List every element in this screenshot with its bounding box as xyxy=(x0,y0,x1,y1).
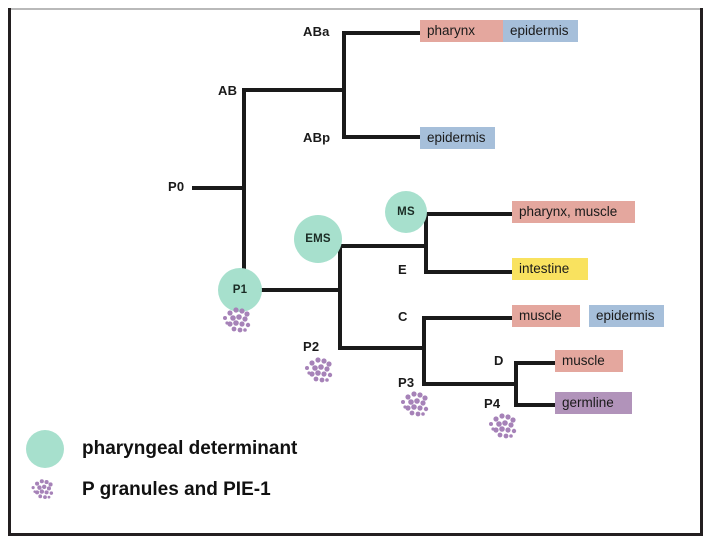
fate-box-c-muscle: muscle xyxy=(512,305,580,327)
node-label-p2: P2 xyxy=(303,339,320,354)
p-granules-p3 xyxy=(401,391,429,417)
branch-aba-horizontal xyxy=(342,31,422,35)
legend-determinant-label: pharyngeal determinant xyxy=(82,438,298,459)
branch-p1-horizontal xyxy=(242,288,342,292)
branch-e-horizontal xyxy=(424,270,514,274)
node-label-c: C xyxy=(398,309,408,324)
branch-ems-vertical xyxy=(424,212,428,274)
fate-box-c-epidermis: epidermis xyxy=(589,305,664,327)
determinant-circle-ems-label: EMS xyxy=(305,233,331,245)
branch-p1-vertical xyxy=(338,244,342,350)
branch-p2-horizontal xyxy=(338,346,426,350)
branch-ems-horizontal xyxy=(338,244,428,248)
legend-p-granules-icon xyxy=(31,479,54,500)
p-granules-p4 xyxy=(489,413,517,439)
legend-determinant-circle-icon xyxy=(26,430,64,468)
fate-box-aba-pharynx: pharynx xyxy=(420,20,503,42)
branch-p0-stem xyxy=(192,186,244,190)
branch-p0-vertical xyxy=(242,88,246,292)
determinant-circle-p1-label: P1 xyxy=(232,284,248,296)
frame-right-border xyxy=(700,8,703,536)
node-label-p4: P4 xyxy=(484,396,501,411)
fate-box-e-intestine: intestine xyxy=(512,258,588,280)
fate-box-abp-epidermis: epidermis xyxy=(420,127,495,149)
branch-c-horizontal xyxy=(422,316,514,320)
branch-ms-horizontal xyxy=(424,212,514,216)
node-label-e: E xyxy=(398,262,407,277)
branch-abp-horizontal xyxy=(342,135,422,139)
legend-granules-label: P granules and PIE-1 xyxy=(82,479,271,500)
branch-ab-horizontal xyxy=(242,88,346,92)
branch-p3-horizontal xyxy=(422,382,518,386)
branch-p2-vertical xyxy=(422,316,426,386)
node-label-abp: ABp xyxy=(303,130,331,145)
node-label-d: D xyxy=(494,353,504,368)
determinant-circle-ems: EMS xyxy=(294,215,342,263)
branch-p4-horizontal xyxy=(514,403,558,407)
frame-left-border xyxy=(8,8,11,536)
fate-box-ms-fates: pharynx, muscle xyxy=(512,201,635,223)
branch-d-horizontal xyxy=(514,361,558,365)
node-label-p0: P0 xyxy=(168,179,185,194)
determinant-circle-ms: MS xyxy=(385,191,427,233)
node-label-aba: ABa xyxy=(303,24,330,39)
branch-ab-vertical xyxy=(342,31,346,139)
fate-box-p4-germline: germline xyxy=(555,392,632,414)
branch-p3-vertical xyxy=(514,361,518,407)
fate-box-d-muscle: muscle xyxy=(555,350,623,372)
frame-bottom-border xyxy=(8,533,703,536)
determinant-circle-p1: P1 xyxy=(218,268,262,312)
node-label-ab: AB xyxy=(218,83,238,98)
frame-top-border xyxy=(8,8,703,10)
p-granules-p1 xyxy=(223,307,251,333)
determinant-circle-ms-label: MS xyxy=(397,206,415,218)
legend-item-granules: P granules and PIE-1 xyxy=(26,476,271,504)
fate-box-aba-epidermis: epidermis xyxy=(503,20,578,42)
node-label-p3: P3 xyxy=(398,375,415,390)
legend-item-determinant: pharyngeal determinant xyxy=(26,430,297,468)
p-granules-p2 xyxy=(305,357,333,383)
